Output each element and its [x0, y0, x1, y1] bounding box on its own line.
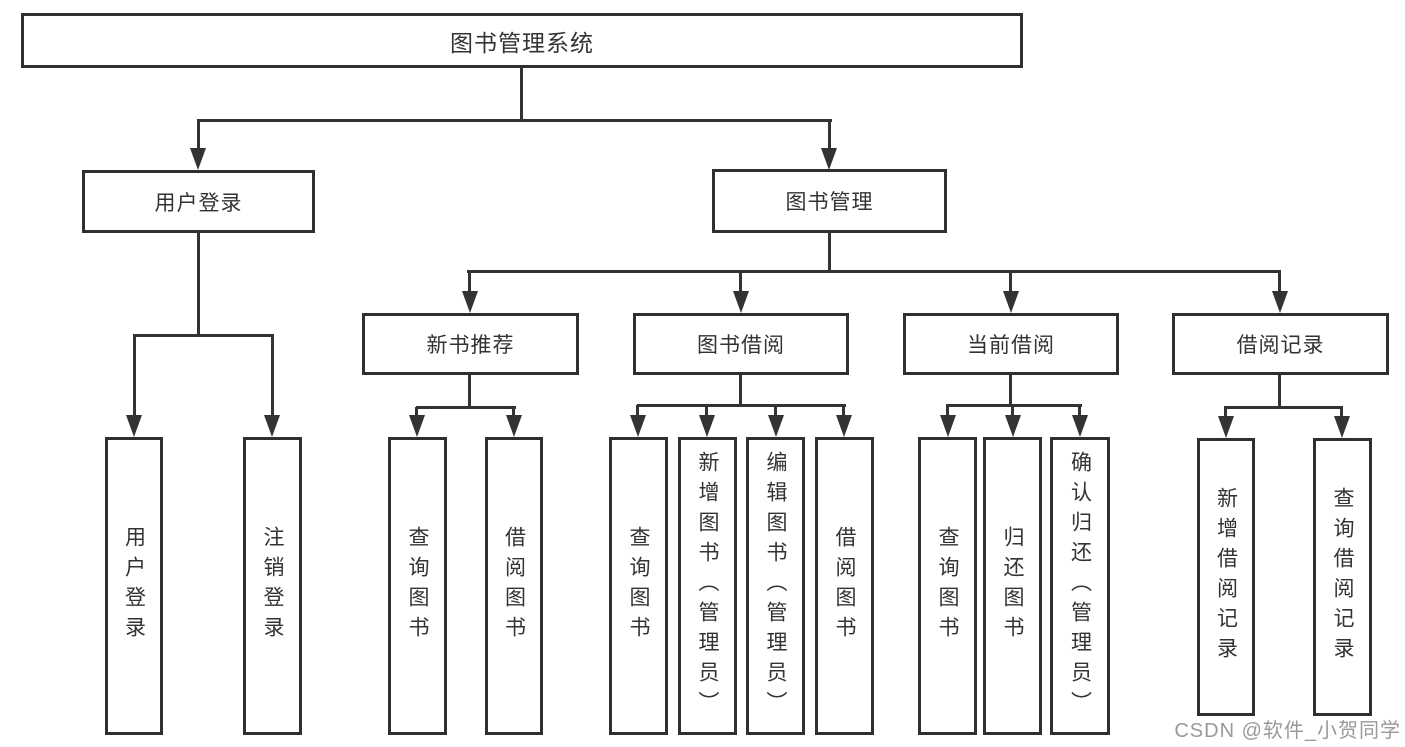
connector-line [828, 120, 831, 152]
node-label: 编辑图书（管理员） [764, 451, 787, 721]
connector-line [416, 406, 516, 409]
arrowhead-icon [409, 415, 425, 437]
leaf-return-books: 归还图书 [983, 437, 1042, 735]
connector-line [271, 335, 274, 417]
node-user-login: 用户登录 [82, 170, 315, 233]
csdn-watermark: CSDN @软件_小贺同学 [1174, 720, 1401, 742]
arrowhead-icon [1218, 416, 1234, 438]
node-label: 用户登录 [122, 526, 146, 646]
connector-line [946, 404, 1082, 407]
connector-line [828, 233, 831, 272]
leaf-add-books-admin: 新增图书（管理员） [678, 437, 737, 735]
arrowhead-icon [1272, 291, 1288, 313]
connector-line [133, 334, 274, 337]
node-label: 新书推荐 [426, 334, 515, 357]
leaf-confirm-return-admin: 确认归还（管理员） [1050, 437, 1110, 735]
leaf-edit-books-admin: 编辑图书（管理员） [746, 437, 805, 735]
node-label: 查询图书 [936, 526, 959, 646]
node-borrow-records: 借阅记录 [1172, 313, 1389, 375]
node-current-borrow: 当前借阅 [903, 313, 1119, 375]
arrowhead-icon [506, 415, 522, 437]
connector-line [1224, 407, 1227, 417]
arrowhead-icon [699, 415, 715, 437]
node-label: 用户登录 [154, 191, 243, 215]
connector-line [512, 407, 515, 417]
leaf-logout: 注销登录 [243, 437, 302, 735]
node-root: 图书管理系统 [21, 13, 1023, 68]
connector-line [467, 270, 1281, 273]
leaf-query-books-3: 查询图书 [918, 437, 977, 735]
connector-line [739, 375, 742, 406]
node-label: 归还图书 [1001, 526, 1024, 646]
arrowhead-icon [1072, 415, 1088, 437]
node-label: 图书管理 [785, 191, 874, 214]
leaf-user-login: 用户登录 [105, 437, 163, 735]
arrowhead-icon [126, 415, 142, 437]
node-label: 图书管理系统 [450, 29, 594, 56]
connector-line [520, 68, 523, 120]
arrowhead-icon [190, 148, 206, 170]
node-label: 查询借阅记录 [1331, 487, 1354, 667]
node-label: 当前借阅 [967, 334, 1055, 357]
leaf-add-borrow-record: 新增借阅记录 [1197, 438, 1255, 716]
connector-line [468, 375, 471, 408]
arrowhead-icon [1003, 291, 1019, 313]
connector-line [197, 120, 200, 152]
connector-line [842, 405, 845, 417]
arrowhead-icon [1334, 416, 1350, 438]
node-label: 新增借阅记录 [1214, 487, 1238, 667]
arrowhead-icon [821, 148, 837, 170]
node-label: 新增图书（管理员） [696, 451, 719, 721]
node-book-borrow: 图书借阅 [633, 313, 849, 375]
connector-line [1078, 405, 1081, 417]
arrowhead-icon [940, 415, 956, 437]
arrowhead-icon [1005, 415, 1021, 437]
node-book-management: 图书管理 [712, 169, 947, 233]
arrowhead-icon [462, 291, 478, 313]
connector-line [1278, 271, 1281, 293]
arrowhead-icon [768, 415, 784, 437]
node-label: 确认归还（管理员） [1068, 451, 1092, 721]
node-label: 查询图书 [627, 526, 650, 646]
connector-line [739, 271, 742, 293]
connector-line [133, 335, 136, 417]
connector-line [1224, 406, 1343, 409]
connector-line [705, 405, 708, 417]
arrowhead-icon [836, 415, 852, 437]
connector-line [946, 405, 949, 417]
node-new-book-recommend: 新书推荐 [362, 313, 579, 375]
leaf-query-books-2: 查询图书 [609, 437, 668, 735]
leaf-borrow-books-1: 借阅图书 [485, 437, 543, 735]
connector-line [1278, 375, 1281, 408]
node-label: 注销登录 [261, 526, 284, 646]
connector-line [415, 407, 418, 417]
connector-line [197, 119, 832, 122]
connector-line [197, 233, 200, 335]
connector-line [636, 405, 639, 417]
arrowhead-icon [264, 415, 280, 437]
connector-line [1340, 407, 1343, 417]
node-label: 借阅图书 [833, 526, 856, 646]
leaf-query-borrow-record: 查询借阅记录 [1313, 438, 1372, 716]
arrowhead-icon [733, 291, 749, 313]
connector-line [468, 271, 471, 293]
node-label: 查询图书 [406, 526, 429, 646]
connector-line [1011, 405, 1014, 417]
node-label: 借阅图书 [502, 526, 526, 646]
connector-line [1009, 271, 1012, 293]
connector-line [637, 404, 846, 407]
arrowhead-icon [630, 415, 646, 437]
node-label: 图书借阅 [697, 334, 785, 357]
leaf-query-books-1: 查询图书 [388, 437, 447, 735]
connector-line [1009, 375, 1012, 406]
node-label: 借阅记录 [1236, 334, 1325, 357]
connector-line [774, 405, 777, 417]
leaf-borrow-books-2: 借阅图书 [815, 437, 874, 735]
